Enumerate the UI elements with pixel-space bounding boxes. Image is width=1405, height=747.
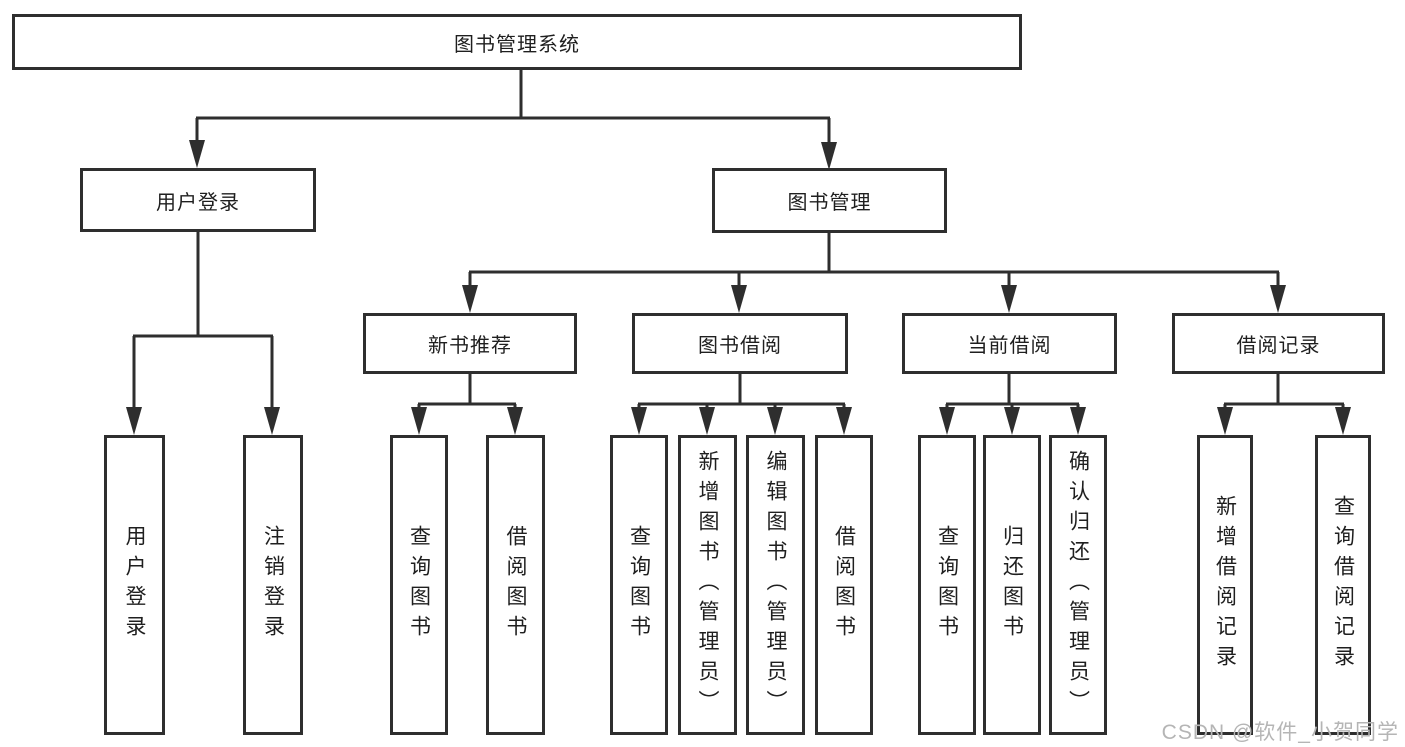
arrowhead-icon (1270, 285, 1286, 313)
node-label: 确认归还（管理员） (1066, 450, 1090, 720)
connector (637, 374, 846, 409)
arrowhead-icon (411, 407, 427, 435)
leaf-query-borrow-record: 查询借阅记录 (1315, 435, 1371, 735)
leaf-query-books-2: 查询图书 (610, 435, 668, 735)
node-system: 图书管理系统 (12, 14, 1022, 70)
node-label: 当前借阅 (967, 335, 1052, 357)
leaf-query-books-3: 查询图书 (918, 435, 976, 735)
arrowhead-icon (462, 285, 478, 313)
leaf-edit-book-admin: 编辑图书（管理员） (746, 435, 805, 735)
leaf-borrow-books-2: 借阅图书 (815, 435, 873, 735)
node-label: 图书借阅 (698, 335, 782, 357)
arrowhead-icon (507, 407, 523, 435)
leaf-add-borrow-record: 新增借阅记录 (1197, 435, 1253, 735)
node-book-borrow: 图书借阅 (632, 313, 848, 374)
node-new-book-recommend: 新书推荐 (363, 313, 577, 374)
node-label: 用户登录 (123, 525, 146, 645)
node-label: 查询图书 (627, 525, 651, 645)
leaf-borrow-books-1: 借阅图书 (486, 435, 545, 735)
leaf-return-book: 归还图书 (983, 435, 1041, 735)
node-label: 查询图书 (407, 525, 431, 645)
arrowhead-icon (731, 285, 747, 313)
node-label: 用户登录 (156, 191, 240, 214)
node-label: 新增借阅记录 (1213, 495, 1237, 675)
node-label: 查询借阅记录 (1331, 495, 1355, 675)
arrowhead-icon (189, 140, 205, 168)
connector (132, 232, 274, 409)
leaf-logout: 注销登录 (243, 435, 303, 735)
leaf-user-login: 用户登录 (104, 435, 165, 735)
arrowhead-icon (1217, 407, 1233, 435)
arrowhead-icon (264, 407, 280, 435)
node-label: 查询图书 (935, 525, 959, 645)
node-label: 归还图书 (1000, 525, 1024, 645)
leaf-query-books-1: 查询图书 (390, 435, 448, 735)
leaf-add-book-admin: 新增图书（管理员） (678, 435, 737, 735)
node-borrow-records: 借阅记录 (1172, 313, 1385, 374)
connector (945, 374, 1080, 409)
connector (1223, 374, 1345, 409)
connector (417, 374, 517, 409)
node-book-management: 图书管理 (712, 168, 947, 233)
node-label: 新书推荐 (428, 335, 512, 357)
connector (195, 70, 831, 144)
node-label: 借阅图书 (832, 525, 856, 645)
arrowhead-icon (1335, 407, 1351, 435)
arrowhead-icon (1070, 407, 1086, 435)
node-label: 借阅图书 (504, 525, 527, 645)
node-label: 编辑图书（管理员） (764, 450, 787, 720)
connector (468, 233, 1280, 287)
node-label: 图书管理 (787, 192, 872, 214)
arrowhead-icon (939, 407, 955, 435)
node-label: 新增图书（管理员） (696, 450, 719, 720)
leaf-confirm-return-admin: 确认归还（管理员） (1049, 435, 1107, 735)
node-current-borrow: 当前借阅 (902, 313, 1117, 374)
watermark: CSDN @软件_小贺同学 (1161, 721, 1399, 744)
node-label: 借阅记录 (1236, 335, 1321, 357)
arrowhead-icon (1001, 285, 1017, 313)
arrowhead-icon (1004, 407, 1020, 435)
arrowhead-icon (836, 407, 852, 435)
arrowhead-icon (126, 407, 142, 435)
node-user-login-module: 用户登录 (80, 168, 316, 232)
node-label: 注销登录 (261, 525, 285, 645)
arrowhead-icon (767, 407, 783, 435)
arrowhead-icon (821, 142, 837, 170)
arrowhead-icon (699, 407, 715, 435)
arrowhead-icon (631, 407, 647, 435)
node-label: 图书管理系统 (454, 33, 580, 56)
